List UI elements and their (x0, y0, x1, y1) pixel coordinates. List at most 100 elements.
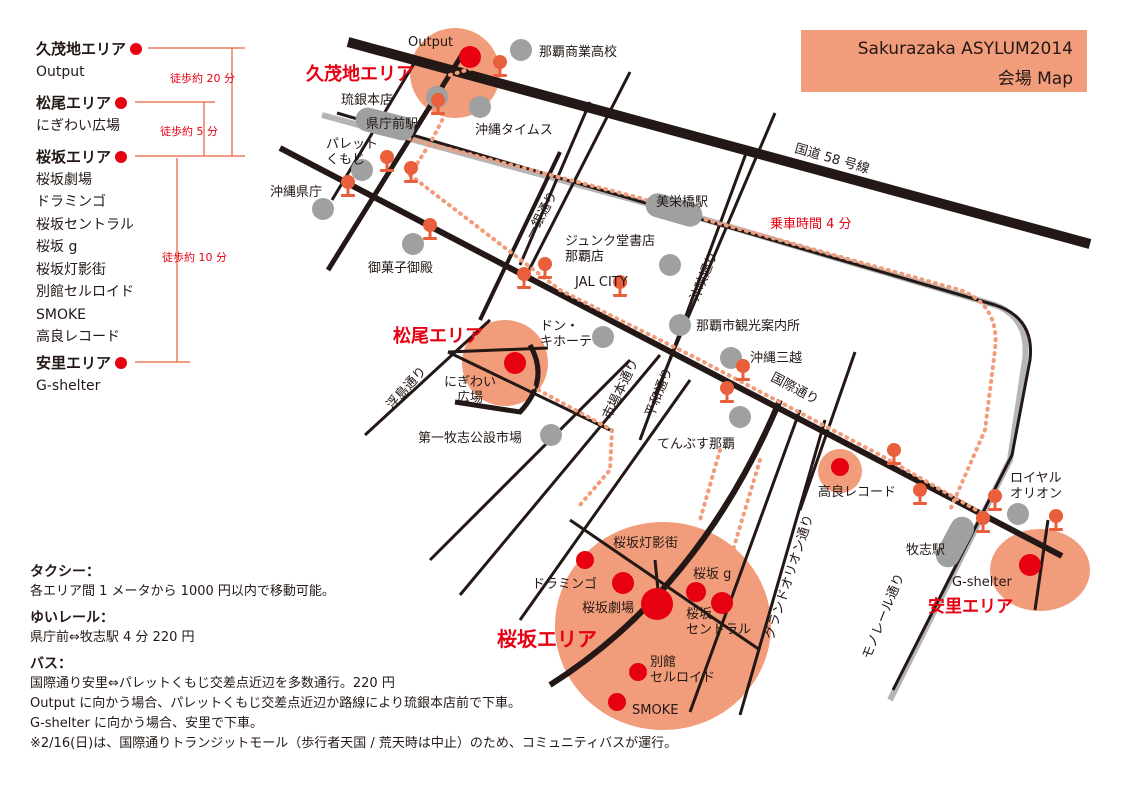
station-label: 美栄橋駅 (656, 195, 708, 210)
red-dot-icon (115, 97, 128, 110)
legend-venue: 別館セルロイド (36, 284, 134, 300)
okashigoten-dot (402, 233, 424, 255)
okinawa-times-dot (469, 96, 491, 118)
roads (278, 37, 1092, 716)
area-label-sakurazaka: 桜坂エリア (497, 627, 597, 651)
title-box: Sakurazaka ASYLUM2014 会場 Map (801, 30, 1087, 92)
venue-label-output: Output (408, 35, 453, 50)
makishi-station (935, 516, 975, 568)
legend-matsuo: 松尾エリア にぎわい広場 (36, 92, 128, 137)
toeigai-dot (576, 551, 594, 569)
bus-stop-icon (1049, 509, 1063, 531)
area-label-asato: 安里エリア (928, 596, 1013, 617)
makishi-ichiba-dot (540, 424, 562, 446)
legend-venue: 高良レコード (36, 329, 120, 345)
legend-asato: 安里エリア G-shelter (36, 352, 128, 397)
stations (355, 107, 975, 568)
landmark-label: パレットくもじ (326, 137, 378, 168)
gshelter-dot (1019, 554, 1041, 576)
takara-dot (831, 458, 849, 476)
legend-venue: 桜坂灯影街 (36, 261, 106, 278)
celluloid-dot (629, 663, 647, 681)
bus-stop-icon (613, 275, 627, 297)
bus-heading: バス： (30, 656, 72, 672)
venue-label-takara: 高良レコード (818, 484, 896, 500)
legend-venue: 桜坂セントラル (36, 216, 134, 233)
landmark-label: 沖縄タイムス (475, 123, 553, 138)
road-label: 平和通り (643, 366, 676, 420)
venue-label-gshelter: G-shelter (952, 575, 1012, 590)
red-dot-icon (130, 43, 143, 56)
bus-stop-icon (988, 489, 1002, 511)
donki-dot (592, 326, 614, 348)
central-dot (711, 592, 733, 614)
bus-stop-icon (976, 511, 990, 533)
map-subtitle: 会場 Map (997, 69, 1073, 89)
bus-stop-icon (380, 150, 394, 172)
landmark-label: ジュンク堂書店那覇店 (565, 234, 655, 265)
bus-line: ※2/16(日)は、国際通りトランジットモール（歩行者天国 / 荒天時は中止）の… (30, 736, 678, 751)
bus-stop-icon (517, 267, 531, 289)
area-label-kumoji: 久茂地エリア (306, 63, 414, 85)
bus-stop-icon (736, 359, 750, 381)
road-label: 市場本通り (599, 356, 642, 421)
ride-time-label: 乗車時間 4 分 (770, 217, 852, 232)
kenchomae-station (355, 107, 415, 141)
station-label: 牧志駅 (906, 543, 945, 558)
kencho-dot (312, 198, 334, 220)
legend-venue: ドラミンゴ (36, 194, 106, 210)
landmark-label: 沖縄県庁 (270, 185, 322, 200)
legend-venue: にぎわい広場 (36, 117, 120, 134)
kanko-dot (669, 314, 691, 336)
miebashi-station (645, 193, 703, 227)
venue-label-smoke: SMOKE (632, 703, 678, 718)
transport-info: タクシー： 各エリア間 1 メータから 1000 円以内で移動可能。 ゆいレール… (30, 556, 790, 754)
smoke-dot (608, 693, 626, 711)
bus-stop-icon (431, 93, 445, 115)
venue-label-gekijo: 桜坂劇場 (582, 601, 634, 616)
venue-label-toeigai: 桜坂灯影街 (613, 536, 678, 551)
bus-line: G-shelter に向かう場合、安里で下車。 (30, 716, 263, 731)
station-label: 県庁前駅 (366, 116, 418, 132)
gekijo-dot (641, 588, 673, 620)
legend-area-label: 桜坂エリア (36, 148, 112, 166)
bus-stop-markers (341, 55, 1063, 533)
venue-label-nigiwai: にぎわい広場 (444, 375, 496, 406)
legend-connectors (135, 47, 245, 363)
landmark-label: ドン・キホーテ (540, 319, 592, 350)
bus-line: Output に向かう場合、パレットくもじ交差点近辺か路線により琉銀本店前で下車… (30, 696, 522, 711)
red-dot-icon (115, 357, 128, 370)
bus-stop-icon (493, 55, 507, 77)
naha-shogyo-dot (510, 39, 532, 61)
rail-text: 県庁前⇔牧志駅 4 分 220 円 (30, 630, 195, 645)
tenbusu-dot (729, 406, 751, 428)
bus-stop-icon (887, 443, 901, 465)
walk-time-label: 徒歩約 10 分 (162, 251, 227, 264)
bus-stop-icon (913, 483, 927, 505)
landmark-label: てんぶす那覇 (657, 437, 735, 452)
legend-kumoji: 久茂地エリア Output (36, 38, 143, 83)
road-label: 浮島通り (384, 364, 430, 413)
event-title: Sakurazaka ASYLUM2014 (857, 39, 1073, 59)
landmark-label: 那覇商業高校 (539, 44, 617, 60)
bus-stop-icon (720, 381, 734, 403)
venue-label-g: 桜坂 g (693, 567, 731, 582)
road-label: モノレール通り (860, 571, 908, 661)
legend-venue: G-shelter (36, 377, 101, 394)
legend-venue: 桜坂劇場 (36, 171, 92, 188)
bus-stop-icon (423, 218, 437, 240)
bus-stop-icon (538, 257, 552, 279)
rail-heading: ゆいレール： (30, 610, 114, 626)
red-dot-icon (115, 151, 128, 164)
junkudo-dot (659, 254, 681, 276)
legend-venue: Output (36, 63, 85, 80)
venue-dots (459, 46, 1041, 711)
landmark-label: 沖縄三越 (750, 351, 802, 366)
output-dot (459, 46, 481, 68)
legend-sakurazaka: 桜坂エリア 桜坂劇場 ドラミンゴ 桜坂セントラル 桜坂 g 桜坂灯影街 別館セル… (36, 146, 134, 349)
taxi-text: 各エリア間 1 メータから 1000 円以内で移動可能。 (30, 584, 335, 599)
sakurazaka-area-blob (555, 522, 771, 730)
landmark-label: 御菓子御殿 (368, 261, 433, 276)
bus-line: 国際通り安里⇔パレットくもじ交差点近辺を多数通行。220 円 (30, 676, 395, 691)
